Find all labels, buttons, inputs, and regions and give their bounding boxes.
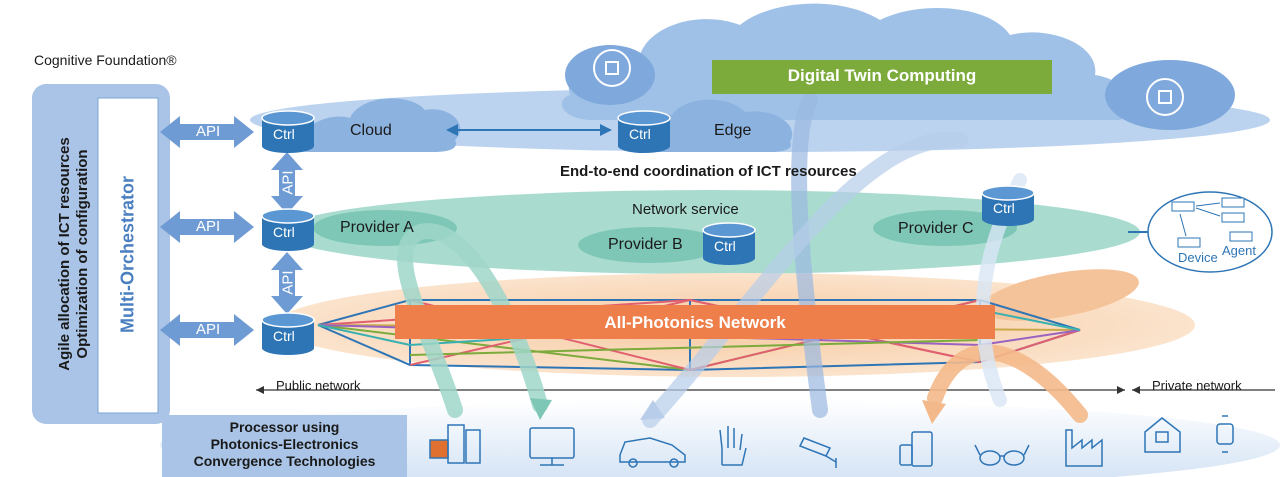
- provider-b-ellipse: [578, 227, 722, 263]
- ctrl-cylinders: [261, 110, 1035, 355]
- provider-c-label: Provider C: [898, 220, 974, 237]
- api-label-3: API: [196, 321, 221, 338]
- monitor-icon: [529, 427, 575, 466]
- factory-icon: [1065, 429, 1103, 467]
- panel-rotated-text: Agile allocation of ICT resources Optimi…: [56, 124, 92, 384]
- provider-c-ellipse: [873, 210, 1017, 246]
- processor-line-1: Processor using: [229, 419, 340, 435]
- public-network-label: Public network: [276, 378, 361, 393]
- api-arrows: [160, 116, 303, 346]
- ctrl-label-provider-c: Ctrl: [993, 200, 1015, 216]
- car-icon: [619, 437, 686, 468]
- ctrl-label-cloud: Ctrl: [273, 126, 295, 142]
- orchestrator-box: [97, 97, 159, 414]
- edge-label: Edge: [714, 122, 752, 139]
- panel-line-1: Agile allocation of ICT resources: [56, 137, 73, 371]
- ctrl-label-network: Ctrl: [273, 224, 295, 240]
- robot-hand-icon: [719, 426, 747, 466]
- device-label: Device: [1178, 250, 1218, 265]
- agent-label: Agent: [1222, 243, 1256, 258]
- api-label-vertical-2: API: [279, 270, 297, 295]
- provider-b-label: Provider B: [608, 236, 683, 253]
- digital-twin-label: Digital Twin Computing: [787, 66, 977, 85]
- apn-label: All-Photonics Network: [604, 313, 786, 332]
- api-label-1: API: [196, 123, 221, 140]
- private-network-label: Private network: [1152, 378, 1242, 393]
- e2e-title: End-to-end coordination of ICT resources: [560, 163, 857, 180]
- device-agent-circle: [1147, 191, 1273, 273]
- api-label-vertical-1: API: [279, 170, 297, 195]
- home-icon: [1144, 417, 1181, 453]
- camera-icon: [798, 437, 837, 468]
- chip-server-icon: [429, 424, 481, 464]
- ai-head-icon: [593, 49, 1184, 116]
- watch-icon: [1216, 415, 1234, 453]
- mobile-devices-icon: [899, 431, 933, 467]
- processor-box: [162, 415, 407, 477]
- bottom-icons: [429, 415, 1234, 468]
- ctrl-label-edge: Ctrl: [629, 126, 651, 142]
- ctrl-label-apn: Ctrl: [273, 328, 295, 344]
- processor-line-2: Photonics-Electronics: [210, 436, 359, 452]
- cloud-shape: [295, 98, 461, 152]
- digital-twin-box: [712, 60, 1052, 94]
- cloud-label: Cloud: [350, 122, 392, 139]
- orchestrator-label: Multi-Orchestrator: [117, 175, 138, 334]
- glasses-icon: [974, 444, 1030, 466]
- apn-bar: [395, 305, 995, 339]
- processor-line-3: Convergence Technologies: [193, 453, 376, 469]
- panel-line-2: Optimization of configuration: [74, 149, 91, 359]
- foundation-label: Cognitive Foundation®: [34, 52, 177, 68]
- ctrl-label-provider-b: Ctrl: [714, 238, 736, 254]
- api-label-2: API: [196, 218, 221, 235]
- provider-a-label: Provider A: [340, 219, 414, 236]
- network-service-label: Network service: [632, 201, 739, 218]
- processor-label: Processor using Photonics-Electronics Co…: [162, 419, 407, 470]
